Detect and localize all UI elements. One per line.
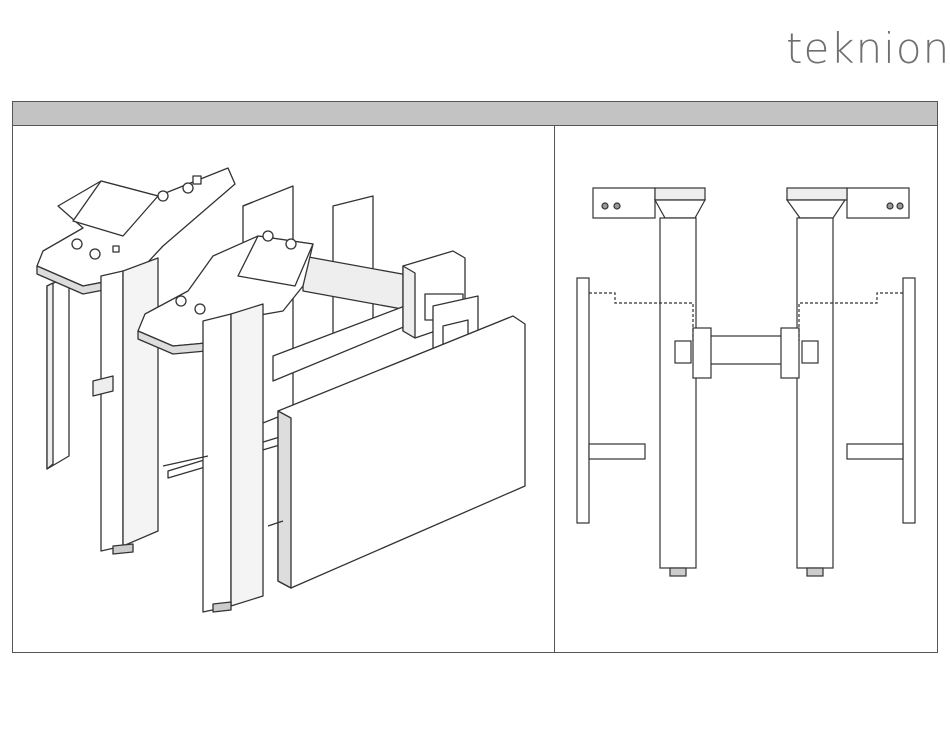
elevation-drawing <box>555 126 937 653</box>
right-column-elev <box>797 218 833 568</box>
front-elevation-panel <box>555 126 937 653</box>
isometric-drawing <box>13 126 554 653</box>
front-column <box>203 304 263 612</box>
sheet-header-band <box>13 102 937 126</box>
back-left-panel <box>47 276 69 469</box>
drawing-sheet <box>12 101 938 653</box>
left-foot <box>670 568 686 576</box>
teknion-logo: teknion <box>786 24 946 74</box>
right-column-head <box>787 188 909 218</box>
right-foot <box>807 568 823 576</box>
left-column <box>101 258 158 554</box>
left-column-elev <box>660 218 696 568</box>
left-column-head <box>593 188 705 218</box>
center-cross-beam <box>675 328 818 378</box>
isometric-view-panel <box>13 126 554 653</box>
